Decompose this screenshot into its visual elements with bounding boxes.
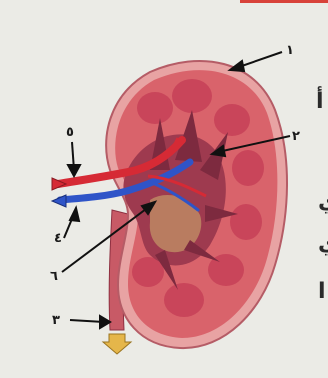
edge-text-1: أ — [316, 85, 324, 114]
pyramid-7 — [164, 283, 204, 317]
label-5: ٥ — [66, 125, 74, 140]
edge-text-2: ي — [318, 189, 328, 214]
pyramid-2 — [172, 79, 212, 113]
pyramid-4 — [232, 150, 264, 186]
label-6: ٦ — [50, 269, 58, 284]
edge-text-4: ا — [318, 279, 326, 304]
red-top-edge — [240, 0, 328, 3]
pyramid-1 — [137, 92, 173, 124]
pyramid-5 — [230, 204, 262, 240]
edge-text-3: ي — [318, 231, 328, 256]
label-4: ٤ — [54, 231, 62, 246]
label-1: ١ — [286, 43, 294, 58]
label-2: ٢ — [292, 129, 300, 144]
pyramid-3 — [214, 104, 250, 136]
label-3: ٣ — [52, 313, 60, 328]
